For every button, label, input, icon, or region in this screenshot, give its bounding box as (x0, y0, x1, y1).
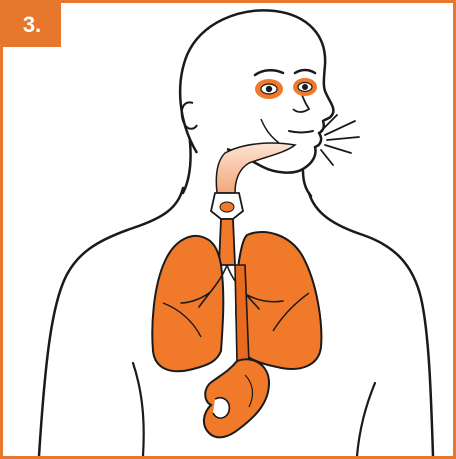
step-number-badge: 3. (3, 3, 61, 47)
exhale-lines-icon (321, 115, 359, 165)
trachea-icon (219, 219, 235, 265)
larynx-icon (211, 193, 243, 219)
stomach-icon (204, 359, 269, 437)
anatomy-illustration (3, 3, 453, 456)
